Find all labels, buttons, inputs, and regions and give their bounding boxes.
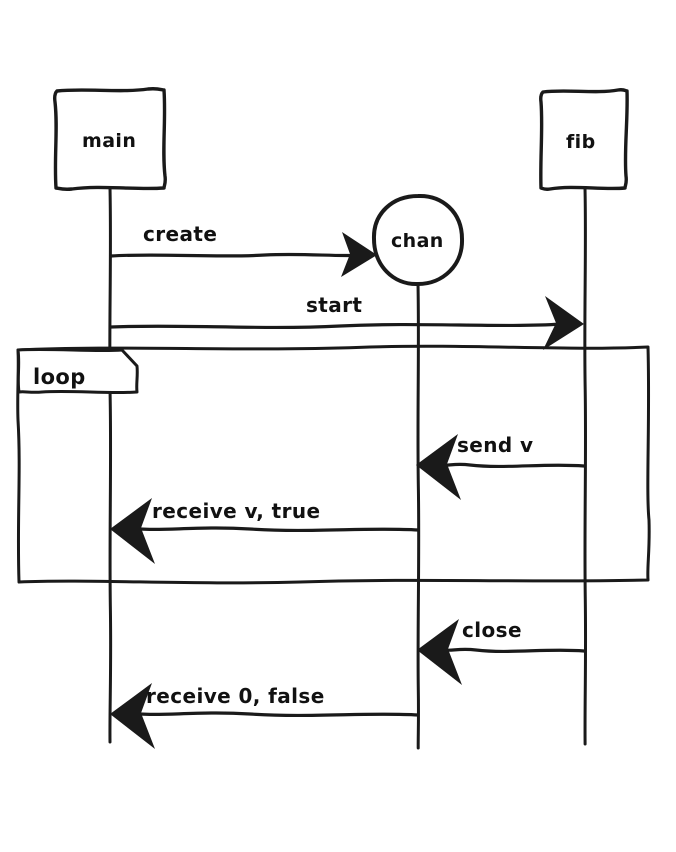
message-receive-0-false-line [138,711,420,718]
loop-label-tab [16,347,139,395]
participant-main[interactable]: main [53,87,167,191]
fragment-loop: loop [16,344,651,585]
message-close[interactable]: close [417,618,586,685]
message-close-label: close [462,618,522,642]
message-create[interactable]: create [109,222,377,277]
message-receive-v-true-arrowhead [110,498,155,564]
message-send-v-line [441,462,586,469]
fib-box-label: fib [566,131,596,153]
message-start-label: start [306,293,362,317]
message-close-arrowhead [417,619,462,685]
chan-circle-label: chan [391,230,444,252]
message-receive-0-false-label: receive 0, false [146,684,325,708]
lifeline-main [108,186,113,744]
message-send-v-arrowhead [416,434,461,500]
message-create-arrowhead [341,232,377,277]
message-receive-v-true-line [138,526,420,533]
message-create-label: create [143,222,217,246]
lifeline-fib [583,186,588,746]
chan-circle-outline [371,193,465,287]
participant-fib[interactable]: fib [539,88,629,191]
fib-box-outline [539,88,629,191]
message-receive-v-true-label: receive v, true [152,499,320,523]
message-create-line [109,252,364,258]
message-receive-0-false-arrowhead [110,683,155,749]
main-box-outline [53,87,167,191]
message-receive-0-false[interactable]: receive 0, false [110,683,420,749]
main-box-label: main [82,130,136,152]
message-close-line [444,647,586,654]
message-start[interactable]: start [109,293,584,350]
message-start-line [109,322,564,330]
lifelines-group [108,186,588,750]
loop-frame-outline [16,344,651,585]
message-start-arrowhead [543,296,584,350]
message-send-v[interactable]: send v [416,433,586,500]
loop-label-text: loop [33,365,86,389]
message-send-v-label: send v [457,433,533,457]
participant-chan[interactable]: chan [371,193,465,287]
lifeline-chan [416,282,421,750]
message-receive-v-true[interactable]: receive v, true [110,498,420,564]
